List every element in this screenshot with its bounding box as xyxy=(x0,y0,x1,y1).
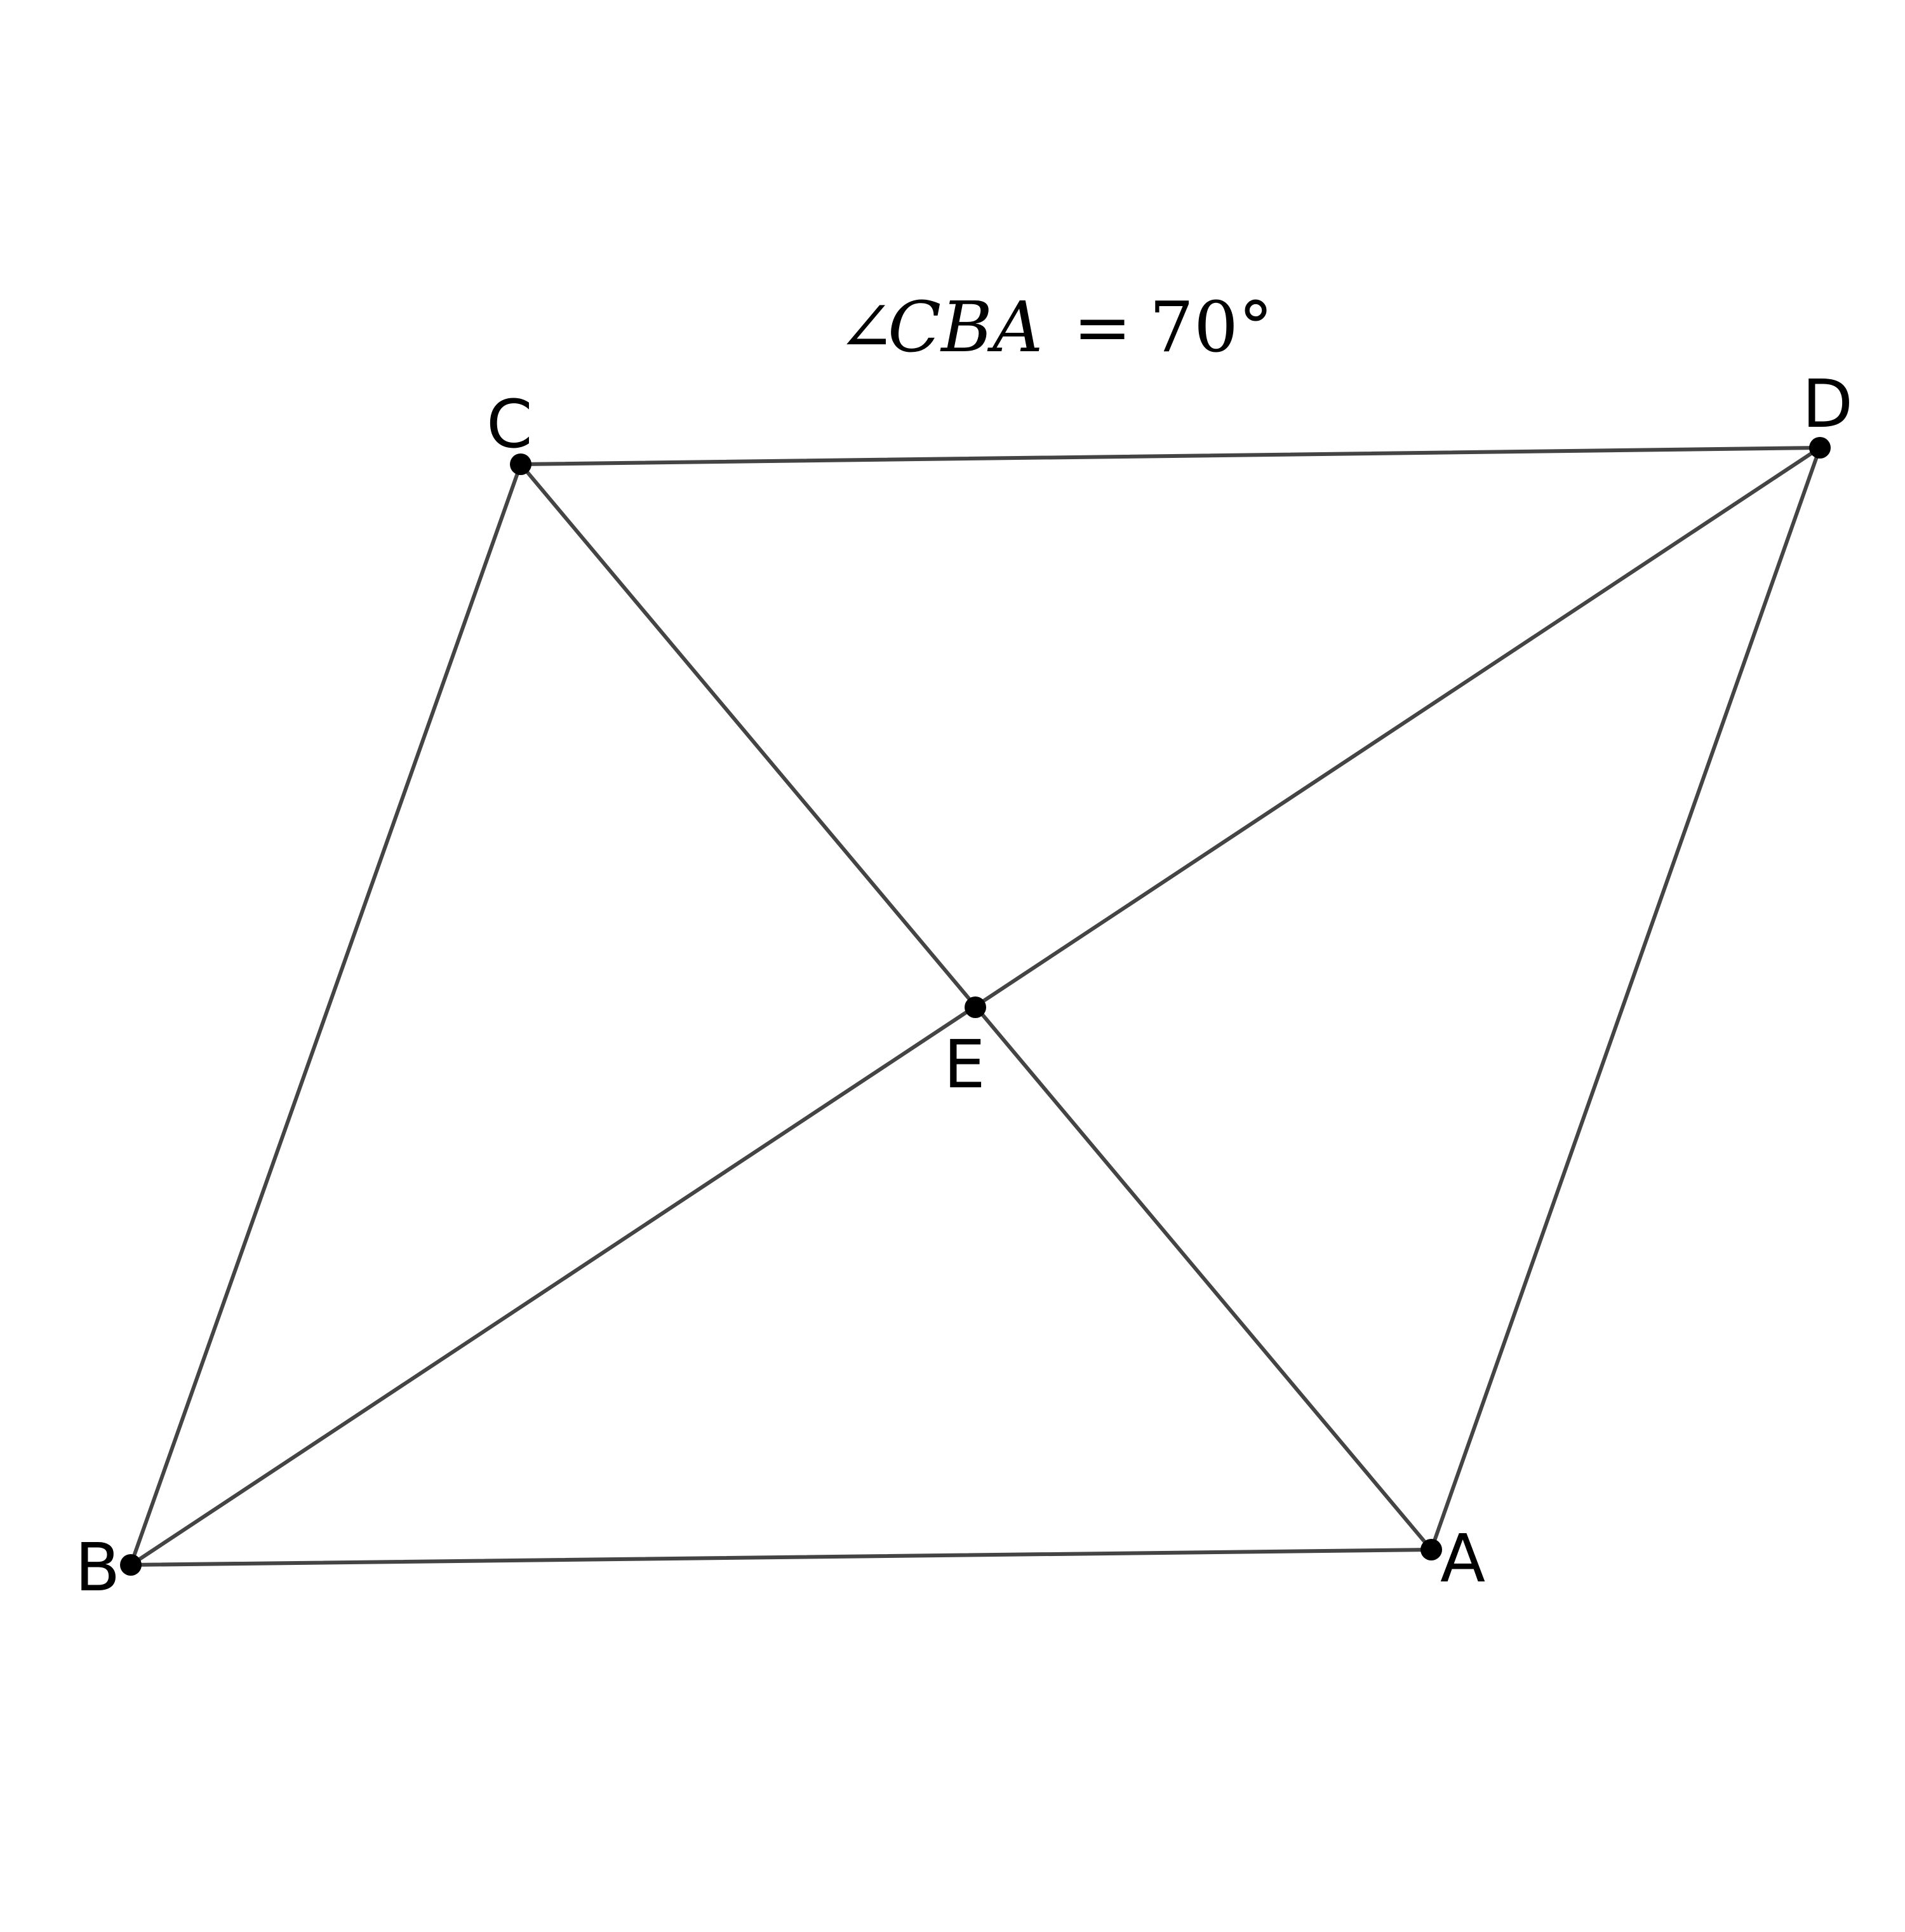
angle-symbol: ∠ xyxy=(837,286,895,368)
point-c xyxy=(510,453,531,475)
angle-annotation: ∠ CBA = 70° xyxy=(837,286,1273,368)
segment-cb xyxy=(129,462,523,1567)
point-d xyxy=(1809,437,1831,459)
label-c: C xyxy=(486,386,533,463)
point-e xyxy=(965,996,986,1018)
segment-ad xyxy=(1429,446,1822,1552)
equals-sign: = xyxy=(1073,286,1132,368)
angle-name: CBA xyxy=(888,286,1043,368)
point-b xyxy=(120,1554,142,1576)
segment-dc xyxy=(519,446,1822,466)
label-e: E xyxy=(944,1026,986,1103)
angle-value: 70° xyxy=(1149,286,1273,368)
label-d: D xyxy=(1802,365,1853,443)
label-a: A xyxy=(1440,1520,1485,1597)
segment-ba xyxy=(129,1548,1433,1567)
label-b: B xyxy=(75,1529,120,1606)
point-a xyxy=(1420,1539,1442,1560)
